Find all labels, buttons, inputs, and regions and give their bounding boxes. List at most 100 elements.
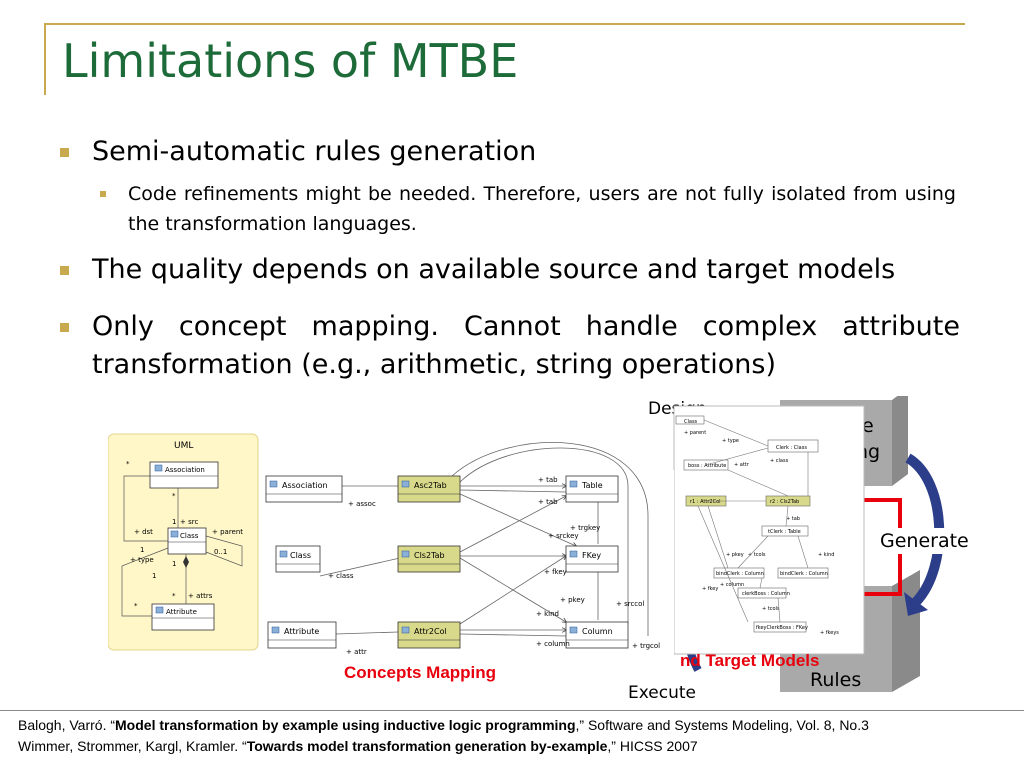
svg-text:tClerk : Table: tClerk : Table [768,529,801,535]
svg-text:+ srckey: + srckey [548,532,579,540]
bullet-1-text: Semi-automatic rules generation [92,136,537,167]
class-icon [170,530,179,538]
cycle-label-6: Rules [810,669,861,691]
class-icon [401,550,410,558]
instance-model-panel: Class Clerk : Class boss : Attribute r1 … [673,405,865,655]
map-right-column [565,621,629,649]
class-icon [269,480,278,488]
uml-title: UML [174,441,193,451]
svg-text:+ parent: + parent [212,528,243,536]
svg-text:+ fkey: + fkey [544,568,567,576]
generate-label: Generate [880,530,969,552]
svg-text:+ class: + class [328,572,354,580]
bullet-2: The quality depends on available source … [60,251,960,291]
slide-frame-left [44,23,46,95]
svg-text:Association: Association [282,481,328,490]
svg-text:+ trgcol: + trgcol [632,642,660,650]
models-caption: nd Target Models [680,651,819,670]
svg-text:boss : Attribute: boss : Attribute [688,463,726,469]
svg-text:*: * [172,492,176,500]
svg-text:Association: Association [165,466,205,474]
map-right-fkey [565,545,619,573]
svg-text:*: * [134,602,138,610]
svg-text:+ src: + src [180,518,198,526]
class-icon [401,480,410,488]
svg-text:+ kind: + kind [818,552,834,558]
svg-text:+ tcols: + tcols [748,552,766,558]
reference-1: Balogh, Varró. “Model transformation by … [18,717,869,733]
svg-text:+ attr: + attr [734,462,750,468]
map-left-class [275,545,321,573]
svg-text:1: 1 [172,518,176,526]
map-left-attribute [267,621,337,649]
bullet-2-text: The quality depends on available source … [92,254,896,285]
bullet-square-icon [60,266,69,275]
slide-frame-top [44,23,965,25]
slide-title: Limitations of MTBE [62,34,519,88]
reference-2: Wimmer, Strommer, Kargl, Kramler. “Towar… [18,738,698,754]
svg-text:+ srccol: + srccol [616,600,644,608]
svg-text:Class: Class [290,551,311,560]
map-rule-attr2col [397,621,461,649]
map-left-association [265,475,343,503]
svg-text:Class: Class [684,419,698,425]
svg-text:FKey: FKey [582,551,601,560]
svg-text:+ assoc: + assoc [348,500,376,508]
class-icon [569,626,578,634]
bullet-3: Only concept mapping. Cannot handle comp… [60,308,960,388]
bullet-3-text: Only concept mapping. Cannot handle comp… [92,311,960,380]
sub-bullet-square-icon [100,191,106,197]
class-icon [154,464,163,472]
svg-text:r2 : Cls2Tab: r2 : Cls2Tab [770,499,799,505]
bullet-square-icon [60,148,69,157]
generate-label-bg [878,528,972,554]
svg-text:Asc2Tab: Asc2Tab [414,481,447,490]
references-box: Balogh, Varró. “Model transformation by … [0,710,1024,769]
svg-text:r1 : Attr2Col: r1 : Attr2Col [690,499,721,505]
svg-text:1: 1 [152,572,156,580]
sub-bullet-1-text: Code refinements might be needed. Theref… [128,183,956,235]
class-icon [569,480,578,488]
mtbe-figure: pe ng l d Rules Generate Design Execute … [108,396,972,702]
svg-text:+ attrs: + attrs [188,592,213,600]
svg-text:+ pkey: + pkey [560,596,585,604]
svg-text:+ column: + column [536,640,570,648]
svg-text:bindClerk : Column: bindClerk : Column [780,571,828,577]
svg-text:+ dst: + dst [134,528,153,536]
svg-text:1: 1 [172,560,176,568]
svg-text:+ fkey: + fkey [702,586,718,592]
map-right-table [565,475,619,503]
svg-text:+ attr: + attr [346,648,367,656]
map-rule-asc2tab [397,475,461,503]
svg-text:0..1: 0..1 [214,548,227,556]
concepts-mapping: Association Class Attribute Asc2Tab Cls2… [262,442,674,660]
svg-text:+ fkeys: + fkeys [820,630,839,636]
map-rule-cls2tab [397,545,461,573]
svg-text:fkeyClerkBoss : FKey: fkeyClerkBoss : FKey [756,625,808,631]
svg-text:+ type: + type [130,556,154,564]
class-icon [569,550,578,558]
svg-text:+ trgkey: + trgkey [570,524,600,532]
cycle-box-bottom-side [892,570,920,692]
class-icon [155,606,164,614]
cycle-box-top-side [892,396,908,486]
svg-text:+ tcols: + tcols [762,606,780,612]
svg-text:*: * [172,592,176,600]
cycle-arrow-right [905,453,945,606]
svg-text:Attr2Col: Attr2Col [414,627,447,636]
sub-bullet-1: Code refinements might be needed. Theref… [100,179,956,241]
class-icon [401,626,410,634]
arrow-head-icon [904,592,928,616]
svg-text:+ type: + type [722,438,739,444]
svg-text:+ class: + class [770,458,789,464]
class-icon [279,550,288,558]
svg-text:Clerk : Class: Clerk : Class [776,445,807,451]
bullet-square-icon [60,323,69,332]
svg-text:Attribute: Attribute [284,627,319,636]
execute-label: Execute [628,683,696,702]
bullet-1: Semi-automatic rules generation [60,133,960,173]
svg-text:bindClerk : Column: bindClerk : Column [716,571,764,577]
svg-text:+ tab: + tab [786,516,800,522]
svg-text:+ tab: + tab [538,498,558,506]
svg-text:+ tab: + tab [538,476,558,484]
